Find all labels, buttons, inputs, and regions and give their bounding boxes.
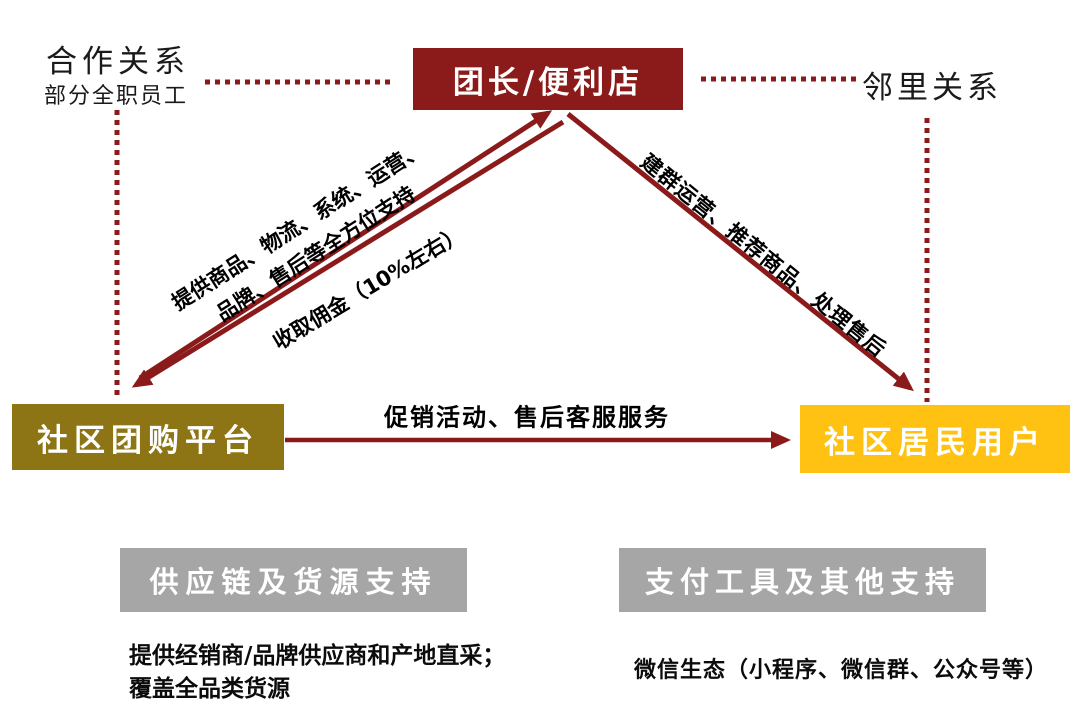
- supply-support-box: 供应链及货源支持: [120, 548, 467, 612]
- platform-to-users-label: 促销活动、售后客服服务: [384, 403, 670, 432]
- payment-support-desc: 微信生态（小程序、微信群、公众号等）: [634, 658, 1049, 683]
- supply-support-desc: 提供经销商/品牌供应商和产地直采； 覆盖全品类货源: [129, 640, 505, 703]
- node-residents: 社区居民用户: [800, 405, 1070, 473]
- leader-to-platform-arrow: [131, 119, 565, 388]
- platform-to-leader-arrow: [138, 110, 553, 381]
- supply-support-desc-line2: 覆盖全品类货源: [129, 676, 290, 703]
- payment-support-box: 支付工具及其他支持: [619, 548, 986, 612]
- node-platform: 社区团购平台: [12, 404, 284, 470]
- cooperation-relation-sublabel: 部分全职员工: [44, 84, 189, 109]
- neighbor-relation-label: 邻里关系: [862, 70, 1002, 106]
- node-group-leader: 团长/便利店: [413, 48, 683, 110]
- leader-to-users-arrow: [566, 112, 914, 392]
- cooperation-relation-label: 合作关系: [46, 44, 190, 80]
- supply-support-desc-line1: 提供经销商/品牌供应商和产地直采；: [129, 643, 506, 669]
